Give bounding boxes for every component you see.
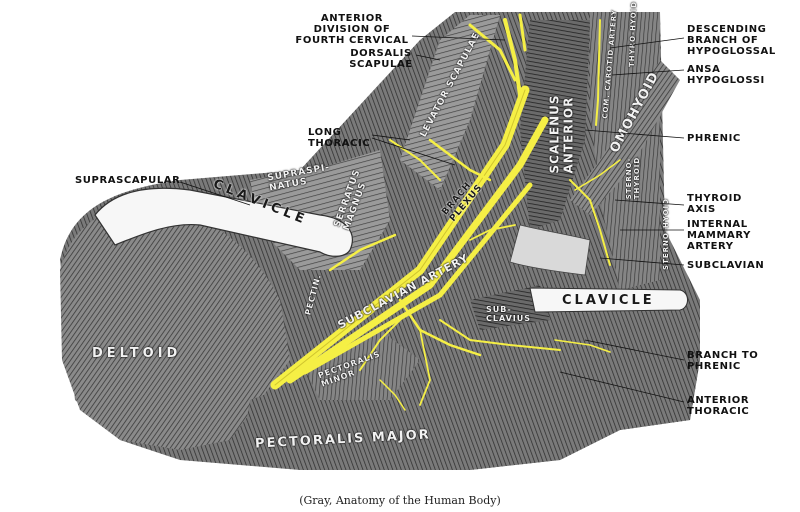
label-long-thoracic: LONG THORACIC [308,127,371,149]
deltoid-muscle [60,205,290,450]
structure-deltoid: DELTOID [92,346,182,361]
figure-caption: (Gray, Anatomy of the Human Body) [299,494,501,507]
pectoralis-major-muscle [240,330,700,470]
clavicle-right-bone [529,287,688,313]
label-thyroid-axis: THYROID AXIS [687,193,742,215]
subclavian-artery-vessel [509,224,591,276]
label-anterior-thoracic: ANTERIOR THORACIC [687,395,750,417]
subclavius-muscle [470,285,550,330]
label-internal-mammary: INTERNAL MAMMARY ARTERY [687,219,751,252]
structure-subclavius: SUB- CLAVIUS [486,305,532,323]
label-subclavian: SUBCLAVIAN [687,260,765,271]
scalenus-anterior-muscle [520,20,590,230]
label-descending-branch: DESCENDING BRANCH OF HYPOGLOSSAL [687,24,776,57]
structure-sterno-thyroid: STERNO- THYROID [625,156,642,200]
clavicle-left-bone [94,187,353,257]
label-ansa-hypoglossi: ANSA HYPOGLOSSI [687,64,765,86]
structure-clavicle-right: CLAVICLE [562,293,655,308]
label-phrenic: PHRENIC [687,133,741,144]
label-dorsalis-scapulae: DORSALIS SCAPULAE [349,48,413,70]
label-suprascapular: SUPRASCAPULAR [75,175,181,186]
label-anterior-division: ANTERIOR DIVISION OF FOURTH CERVICAL [295,13,409,46]
label-branch-to-phrenic: BRANCH TO PHRENIC [687,350,759,372]
structure-scalenus-anterior: SCALENUS ANTERIOR [547,94,576,174]
structure-sterno-hyoid: STERNO-HYOID [661,198,670,270]
pectoralis-minor-muscle [300,330,420,400]
